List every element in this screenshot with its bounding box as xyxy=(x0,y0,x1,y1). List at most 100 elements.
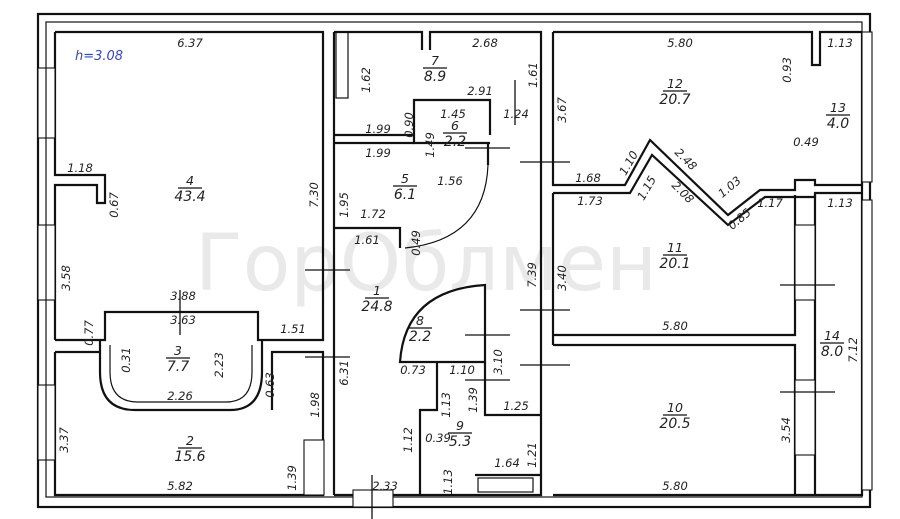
dimension-label: 2.91 xyxy=(467,84,493,98)
windows xyxy=(37,31,873,508)
room-8: 82.2 xyxy=(408,313,432,345)
dimension-label: 3.10 xyxy=(491,349,505,375)
room-number: 6 xyxy=(451,118,459,133)
room-area: 15.6 xyxy=(174,449,205,465)
dimension-label: 1.12 xyxy=(401,427,415,453)
room-number: 11 xyxy=(667,240,683,255)
dimension-label: 5.80 xyxy=(662,319,688,333)
dimension-label: 3.40 xyxy=(555,265,569,291)
room-area: 2.2 xyxy=(409,329,431,345)
room-7: 78.9 xyxy=(423,53,447,85)
room-3: 37.7 xyxy=(166,343,190,375)
room-area: 43.4 xyxy=(174,189,205,205)
dimension-label: 3.54 xyxy=(779,417,793,443)
room-number: 2 xyxy=(186,433,194,448)
dimension-label: 1.72 xyxy=(360,207,386,221)
dimension-label: 3.58 xyxy=(59,265,73,291)
room-labels: 124.8215.637.7443.456.162.278.982.295.31… xyxy=(166,53,850,465)
dimension-label: 5.82 xyxy=(167,479,193,493)
room-area: 8.0 xyxy=(821,344,843,360)
room-number: 5 xyxy=(401,171,409,186)
dimension-label: 6.31 xyxy=(337,360,351,386)
dimension-label: 0.39 xyxy=(425,431,451,445)
dimension-label: 1.21 xyxy=(525,442,539,468)
room-number: 4 xyxy=(186,173,194,188)
dimension-label: 0.49 xyxy=(793,135,819,149)
dimension-label: 2.26 xyxy=(167,389,193,403)
room-area: 6.1 xyxy=(394,187,416,203)
room-number: 14 xyxy=(824,328,840,343)
dimension-label: 1.73 xyxy=(577,194,603,208)
ceiling-height-label: h=3.08 xyxy=(75,49,123,64)
dimension-label: 7.30 xyxy=(307,182,321,208)
dimension-label: 2.23 xyxy=(212,352,226,378)
dimension-label: 1.61 xyxy=(526,62,540,88)
dimension-label: 3.88 xyxy=(170,289,196,303)
room-9: 95.3 xyxy=(448,418,472,450)
room-1: 124.8 xyxy=(361,283,392,315)
dimension-label: 1.03 xyxy=(715,173,744,200)
dimension-label: 2.33 xyxy=(372,479,398,493)
room-5: 56.1 xyxy=(393,171,417,203)
room-2: 215.6 xyxy=(174,433,205,465)
room-area: 8.9 xyxy=(424,69,446,85)
room-number: 3 xyxy=(174,343,182,358)
dimension-label: 0.67 xyxy=(107,192,121,218)
dimension-label: 0.31 xyxy=(119,347,133,373)
dimension-label: 1.95 xyxy=(337,192,351,218)
dimension-label: 3.63 xyxy=(170,313,196,327)
dimension-label: 1.68 xyxy=(575,171,601,185)
dimension-label: 1.39 xyxy=(285,465,299,491)
room-number: 7 xyxy=(431,53,439,68)
dimension-label: 3.37 xyxy=(57,427,71,453)
room-area: 5.3 xyxy=(449,434,471,450)
dimension-label: 1.62 xyxy=(359,67,373,93)
dimension-label: 1.25 xyxy=(503,399,529,413)
room-area: 20.7 xyxy=(659,92,690,108)
dimension-label: 1.98 xyxy=(308,392,322,418)
room-number: 10 xyxy=(667,400,683,415)
dimension-label: 7.12 xyxy=(846,337,860,363)
dimension-label: 1.13 xyxy=(827,36,853,50)
room-number: 13 xyxy=(830,100,846,115)
dimension-label: 0.77 xyxy=(82,320,96,346)
dimension-label: 0.49 xyxy=(409,230,423,256)
dimension-label: 1.10 xyxy=(449,363,475,377)
room-area: 4.0 xyxy=(827,116,849,132)
dimension-label: 2.68 xyxy=(472,36,498,50)
watermark: ГорОблмен xyxy=(195,219,657,309)
door-ticks xyxy=(179,80,835,519)
dimension-label: 1.24 xyxy=(503,107,529,121)
walls xyxy=(36,12,872,509)
dimension-label: 5.80 xyxy=(667,36,693,50)
room-number: 8 xyxy=(416,313,424,328)
dimension-label: 2.48 xyxy=(672,145,700,173)
dimension-label: 0.90 xyxy=(402,112,416,138)
dimension-label: 1.49 xyxy=(423,132,437,158)
room-number: 9 xyxy=(456,418,464,433)
dimension-label: 1.51 xyxy=(280,322,306,336)
room-number: 1 xyxy=(373,283,381,298)
dimension-label: 1.64 xyxy=(494,456,520,470)
room-13: 134.0 xyxy=(826,100,850,132)
room-6: 62.2 xyxy=(443,118,467,150)
dimension-label: 1.18 xyxy=(67,161,93,175)
dimension-label: 1.17 xyxy=(757,196,783,210)
room-area: 24.8 xyxy=(361,299,392,315)
dimension-label: 1.99 xyxy=(365,146,391,160)
dimension-label: 1.39 xyxy=(466,387,480,413)
room-number: 12 xyxy=(667,76,683,91)
room-area: 20.5 xyxy=(659,416,690,432)
dimension-label: 5.80 xyxy=(662,479,688,493)
dimension-label: 1.56 xyxy=(437,174,463,188)
dimension-label: 1.99 xyxy=(365,122,391,136)
room-area: 7.7 xyxy=(167,359,189,375)
room-area: 20.1 xyxy=(659,256,690,272)
dimension-label: 1.45 xyxy=(440,107,466,121)
dimension-label: 0.63 xyxy=(263,372,277,398)
dimension-label: 3.67 xyxy=(555,97,569,123)
